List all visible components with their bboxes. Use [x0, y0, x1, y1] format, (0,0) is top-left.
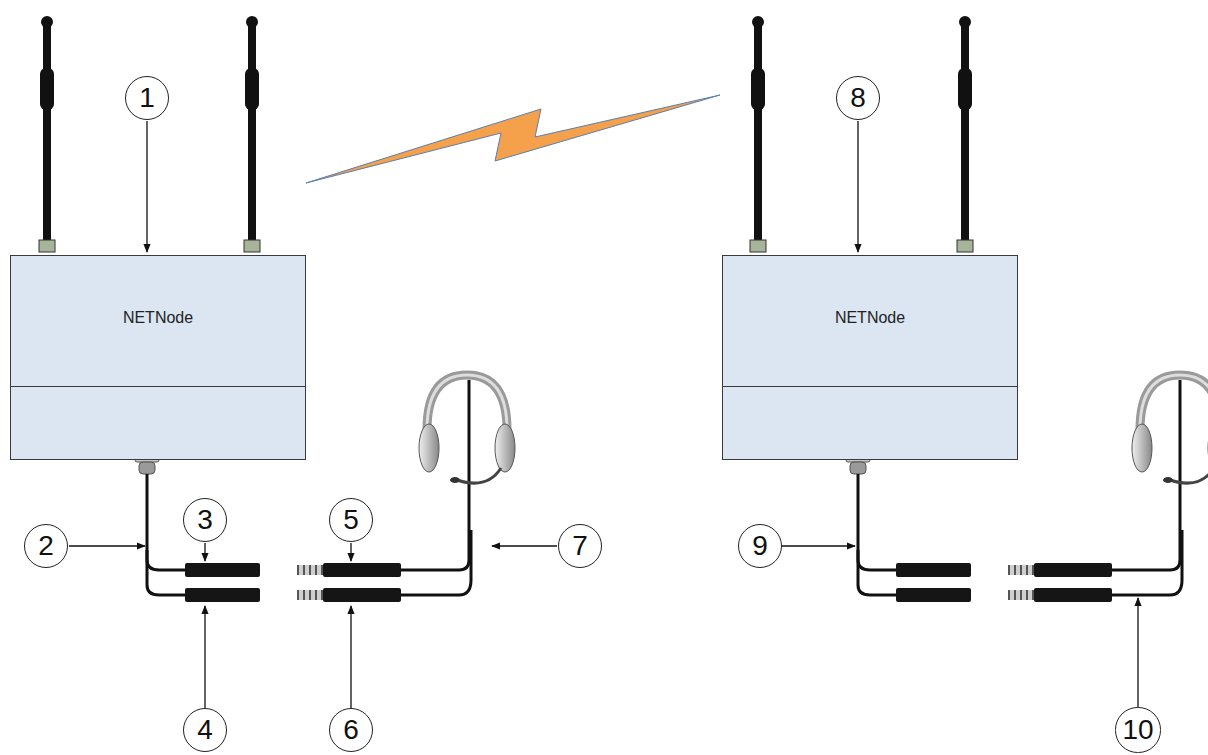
callout-number: 2	[38, 532, 54, 560]
panel-divider	[11, 386, 305, 387]
callout-circle: 2	[24, 524, 68, 568]
device-box: NETNode	[10, 255, 306, 460]
callout-number: 8	[850, 84, 866, 112]
callout-number: 6	[343, 716, 359, 744]
callout-circle: 3	[183, 498, 227, 542]
callout-circle: 8	[836, 76, 880, 120]
callout-circle: 7	[558, 524, 602, 568]
callout-circle: 1	[125, 76, 169, 120]
callout-circle: 5	[329, 498, 373, 542]
device-name: NETNode	[723, 309, 1017, 327]
panel-divider	[723, 386, 1017, 387]
callout-circle: 10	[1115, 707, 1160, 752]
callout-number: 1	[139, 84, 155, 112]
device-name: NETNode	[11, 309, 305, 327]
callout-circle: 4	[183, 708, 227, 752]
callout-number: 4	[197, 716, 213, 744]
callout-circle: 9	[738, 524, 782, 568]
device-box: NETNode	[722, 255, 1018, 460]
callout-number: 3	[197, 506, 213, 534]
callout-number: 5	[343, 506, 359, 534]
callout-number: 7	[572, 532, 588, 560]
callout-number: 10	[1122, 716, 1153, 744]
callout-circle: 6	[329, 708, 373, 752]
wireless-link	[306, 95, 720, 183]
callout-number: 9	[752, 532, 768, 560]
